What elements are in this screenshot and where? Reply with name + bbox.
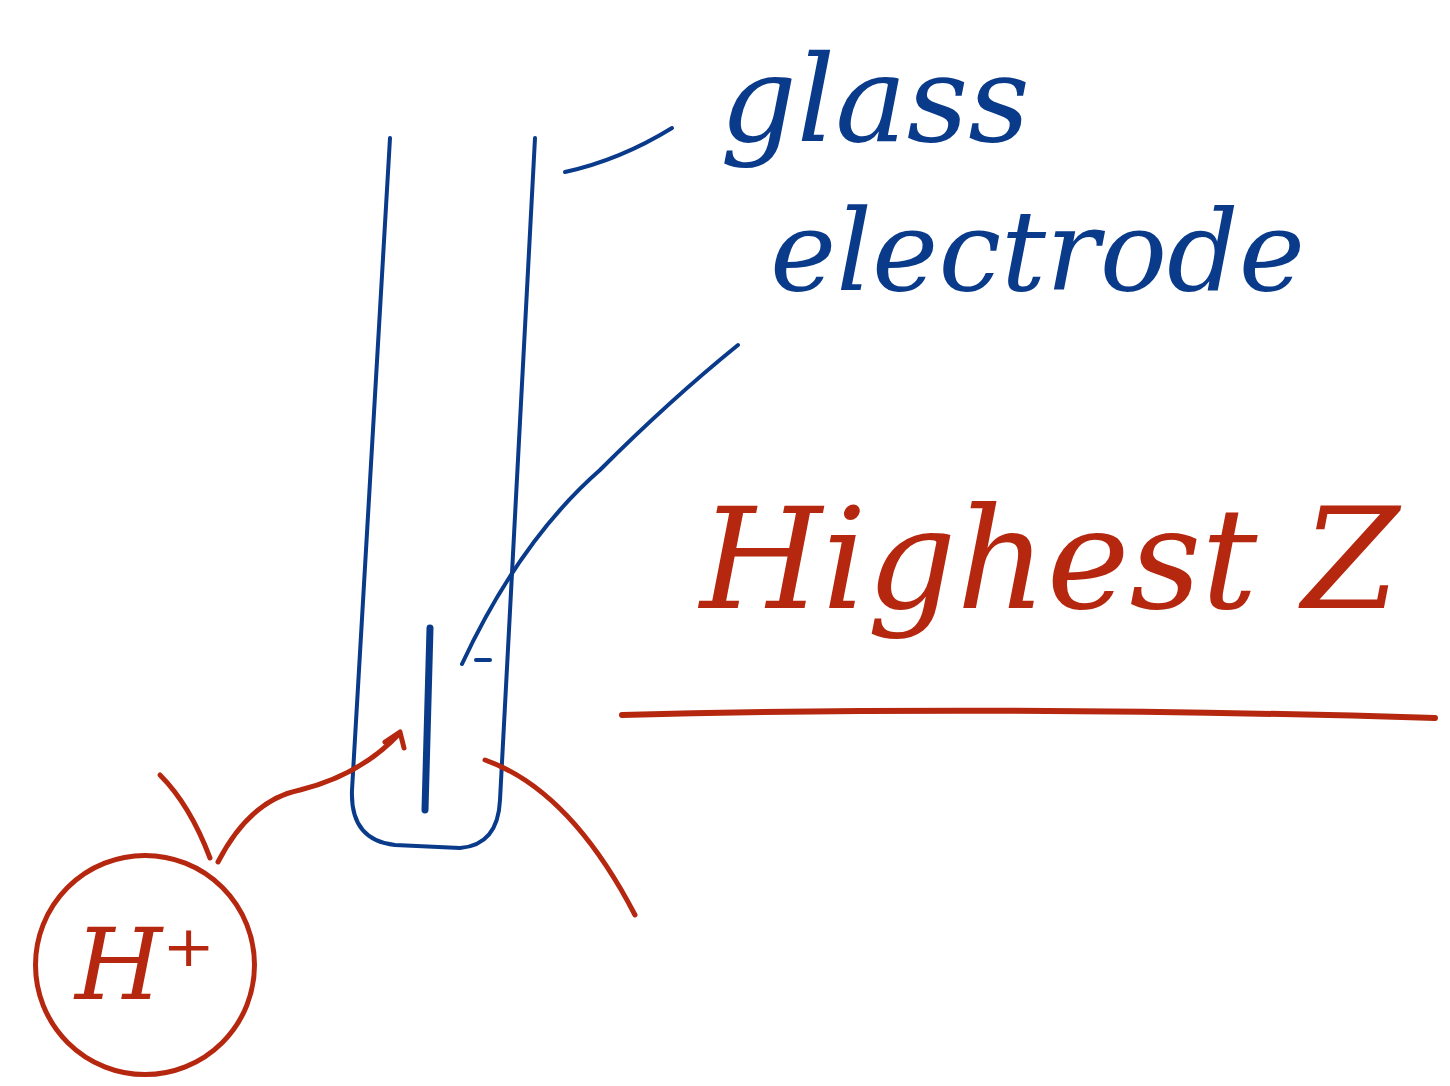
handwritten-label: electrode xyxy=(770,195,1305,307)
glass-leader xyxy=(565,128,672,172)
proton-arrowhead xyxy=(385,732,404,748)
leader-tick xyxy=(476,658,490,662)
underline xyxy=(622,711,1435,718)
electrode-wire xyxy=(425,628,430,810)
membrane-arc-right xyxy=(485,760,635,915)
electrode-leader xyxy=(462,345,738,664)
handwritten-label: glass xyxy=(720,40,1030,160)
handwritten-label: Highest Z xyxy=(700,490,1399,630)
membrane-arc-left xyxy=(160,775,210,858)
ion-circle: H⁺ xyxy=(33,853,257,1077)
proton-path xyxy=(218,735,398,862)
ion-label: H⁺ xyxy=(75,915,215,1015)
glass-tube xyxy=(352,138,535,848)
